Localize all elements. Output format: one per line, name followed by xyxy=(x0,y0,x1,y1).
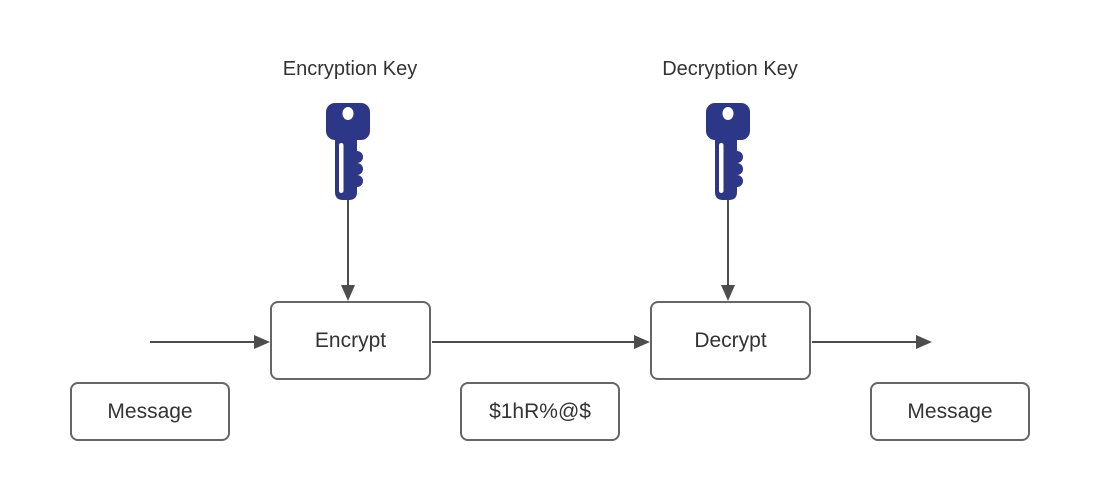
encryption-key-label: Encryption Key xyxy=(282,58,418,80)
decryption-key-label: Decryption Key xyxy=(662,58,798,80)
message-output-label: Message xyxy=(907,399,993,423)
encrypt-node-label: Encrypt xyxy=(314,328,387,352)
ciphertext-label: $1hR%@$ xyxy=(489,399,591,423)
key-icon xyxy=(706,103,750,200)
message-input-node: Message xyxy=(70,382,230,441)
decrypt-node-label: Decrypt xyxy=(694,328,767,352)
key-icon xyxy=(326,103,370,200)
ciphertext-node: $1hR%@$ xyxy=(460,382,620,441)
message-output-node: Message xyxy=(870,382,1030,441)
message-input-label: Message xyxy=(107,399,193,423)
encrypt-node: Encrypt xyxy=(270,301,431,380)
decrypt-node: Decrypt xyxy=(650,301,811,380)
